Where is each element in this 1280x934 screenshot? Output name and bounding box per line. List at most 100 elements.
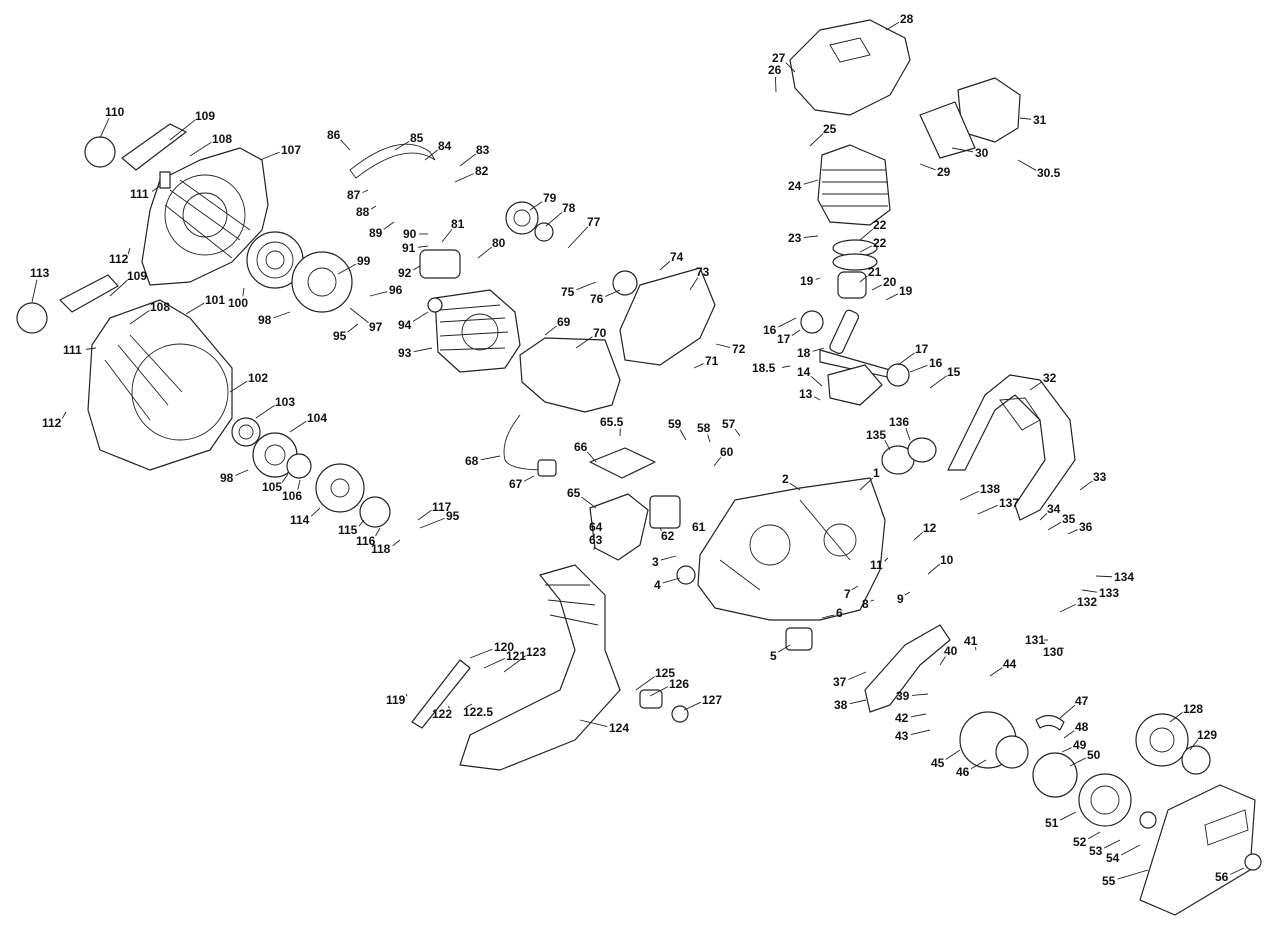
gasket-78 <box>534 222 554 242</box>
callout-number: 81 <box>451 217 465 231</box>
callout-37: 37 <box>833 671 867 689</box>
callout-40: 40 <box>939 644 958 666</box>
leader-line <box>715 343 731 348</box>
callout-119: 119 <box>386 693 408 707</box>
leader-line <box>821 614 835 619</box>
rear-handle-124 <box>459 564 621 771</box>
callout-22: 22 <box>859 236 887 253</box>
callout-31: 31 <box>1019 113 1047 127</box>
leader-line <box>951 147 974 153</box>
callout-number: 41 <box>964 634 978 648</box>
leader-line <box>919 163 936 171</box>
callout-122-5: 122.5 <box>463 703 493 719</box>
callout-number: 38 <box>834 698 848 712</box>
callout-number: 105 <box>262 480 282 494</box>
front-handle-32 <box>947 374 1076 521</box>
callout-15: 15 <box>929 365 961 389</box>
callout-number: 51 <box>1045 816 1059 830</box>
callout-number: 28 <box>900 12 914 26</box>
callout-47: 47 <box>1059 694 1089 719</box>
callout-number: 37 <box>833 675 847 689</box>
callout-38: 38 <box>834 698 867 712</box>
callout-33: 33 <box>1079 470 1107 491</box>
leader-line <box>255 404 275 419</box>
leader-line <box>419 517 445 529</box>
leader-line <box>347 323 359 333</box>
air-filter-66 <box>589 447 656 479</box>
callout-number: 22 <box>873 218 887 232</box>
callout-100: 100 <box>228 287 248 310</box>
callout-114: 114 <box>290 507 321 527</box>
rim-129 <box>1181 745 1211 775</box>
callout-120: 120 <box>469 640 514 659</box>
throttle-trigger-122 <box>411 659 471 729</box>
leader-line <box>871 284 882 291</box>
callout-number: 52 <box>1073 835 1087 849</box>
callout-number: 103 <box>275 395 295 409</box>
leader-line <box>1029 381 1043 391</box>
callout-number: 129 <box>1197 728 1217 742</box>
callout-number: 74 <box>670 250 684 264</box>
leader-line <box>870 599 875 602</box>
callout-48: 48 <box>1063 720 1089 739</box>
callout-116: 116 <box>356 527 381 548</box>
leader-line <box>581 496 597 509</box>
callout-number: 108 <box>212 132 232 146</box>
leader-line <box>848 671 867 680</box>
callout-21: 21 <box>859 265 882 283</box>
callout-125: 125 <box>635 666 675 691</box>
callout-number: 29 <box>937 165 951 179</box>
leader-line <box>31 279 38 303</box>
callout-22: 22 <box>859 218 887 241</box>
leader-line <box>447 705 450 709</box>
clutch-drum-46 <box>995 735 1029 769</box>
leader-line <box>337 263 357 275</box>
leader-line <box>781 365 791 368</box>
callout-number: 127 <box>702 693 722 707</box>
leader-line <box>61 411 67 419</box>
callout-98: 98 <box>258 311 291 327</box>
callout-number: 91 <box>402 241 416 255</box>
callout-number: 34 <box>1047 502 1061 516</box>
callout-number: 2 <box>782 472 789 486</box>
crankcase-half-14 <box>827 364 883 406</box>
callout-82: 82 <box>454 164 489 183</box>
callout-111: 111 <box>63 343 97 357</box>
sprocket-cover-55 <box>1139 784 1256 916</box>
callout-112: 112 <box>109 247 131 266</box>
callout-number: 7 <box>844 587 851 601</box>
leader-line <box>417 245 429 248</box>
callout-5: 5 <box>770 644 791 663</box>
callout-number: 17 <box>915 342 929 356</box>
callout-number: 86 <box>327 128 341 142</box>
callout-4: 4 <box>654 577 681 592</box>
ring-75 <box>612 270 638 296</box>
callout-number: 27 <box>772 51 786 65</box>
callout-109: 109 <box>109 269 147 297</box>
oil-pump-5 <box>785 627 813 651</box>
leader-line <box>927 563 941 575</box>
callout-92: 92 <box>398 265 421 280</box>
starter-cover-upper <box>141 147 269 286</box>
leader-line <box>884 439 891 451</box>
callout-number: 3 <box>652 555 659 569</box>
leader-line <box>939 656 946 666</box>
callout-24: 24 <box>788 179 819 193</box>
callout-number: 123 <box>526 645 546 659</box>
callout-number: 44 <box>1003 657 1017 671</box>
callout-number: 89 <box>369 226 383 240</box>
leader-line <box>394 140 410 151</box>
callout-135: 135 <box>866 428 891 451</box>
leader-line <box>466 703 473 708</box>
callout-113: 113 <box>30 266 50 303</box>
callout-number: 122 <box>432 707 452 721</box>
leader-line <box>545 211 563 227</box>
callout-number: 50 <box>1087 748 1101 762</box>
callout-109: 109 <box>169 109 215 141</box>
callout-number: 116 <box>356 534 376 548</box>
callout-number: 135 <box>866 428 886 442</box>
callout-3: 3 <box>652 555 677 569</box>
callout-number: 118 <box>371 542 391 556</box>
callout-17: 17 <box>777 329 801 346</box>
